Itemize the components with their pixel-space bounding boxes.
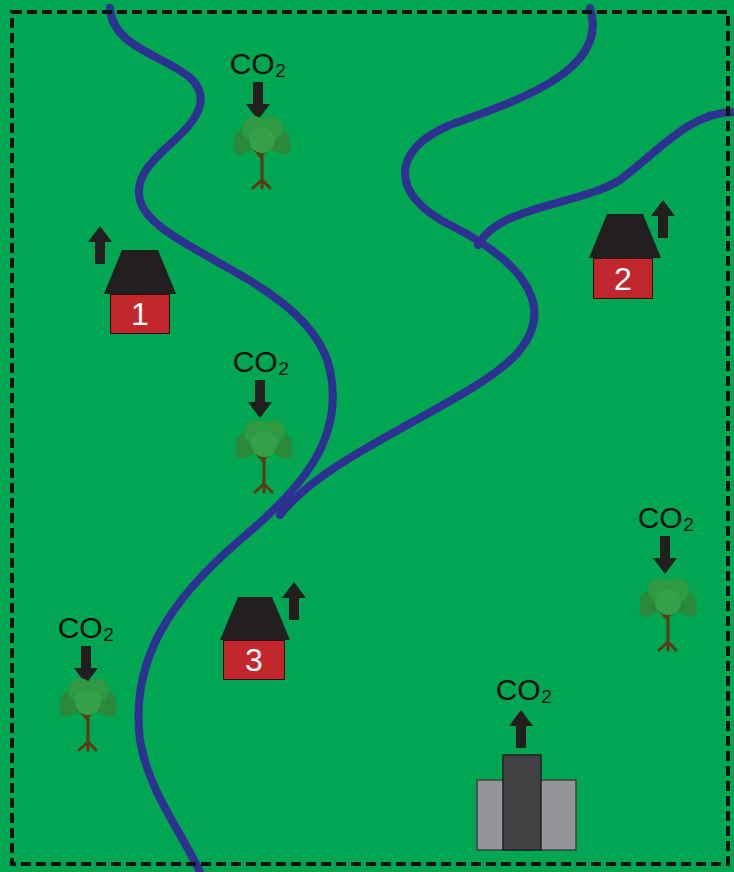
- gas-label: CO₂: [58, 613, 115, 643]
- down-arrow: [246, 82, 270, 120]
- factory: [477, 755, 576, 850]
- tree: [639, 578, 697, 650]
- house-number: 2: [614, 263, 632, 295]
- down-arrow: [248, 380, 272, 418]
- gas-label: CO₂: [233, 347, 290, 377]
- rivers: [110, 8, 734, 872]
- house-body: 2: [593, 258, 653, 299]
- tree: [233, 116, 291, 188]
- gas-label: CO₂: [638, 503, 695, 533]
- house-roof: [104, 250, 176, 294]
- up-arrow: [88, 226, 112, 264]
- house-body: 1: [110, 294, 170, 334]
- house-body: 3: [223, 640, 285, 680]
- up-arrow: [282, 582, 306, 620]
- map-border: [12, 12, 728, 864]
- house-roof: [589, 214, 661, 258]
- gas-label: CO₂: [230, 49, 287, 79]
- gas-label: CO₂: [496, 675, 553, 705]
- tree: [59, 678, 117, 750]
- down-arrow: [653, 536, 677, 574]
- river: [280, 8, 593, 515]
- river: [110, 8, 333, 872]
- house-roof: [220, 597, 290, 640]
- up-arrow: [509, 710, 533, 748]
- tree: [235, 420, 293, 492]
- house-number: 3: [245, 644, 263, 676]
- up-arrow: [651, 200, 675, 238]
- house-number: 1: [131, 298, 149, 330]
